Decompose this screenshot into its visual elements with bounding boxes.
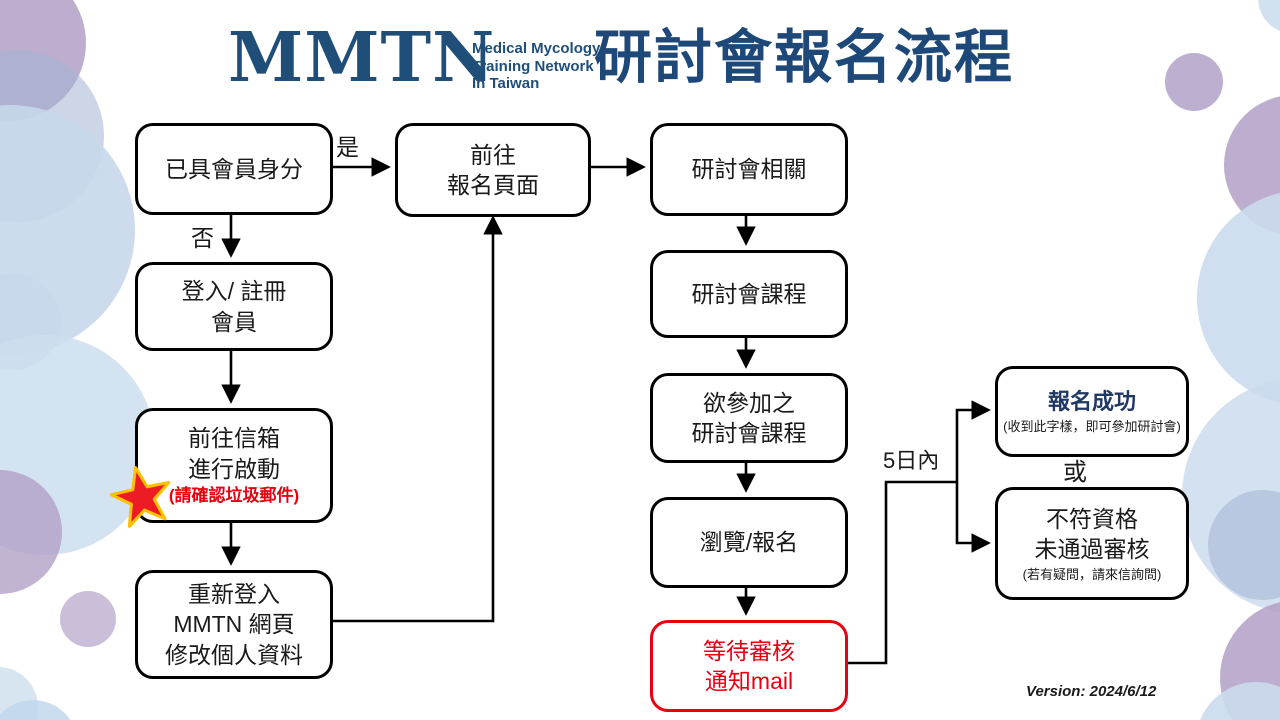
- node-goto-register: 前往 報名頁面: [395, 123, 591, 217]
- node-success: 報名成功 (收到此字樣，即可參加研討會): [995, 366, 1189, 457]
- node-activate-mail-line1: 前往信箱: [188, 425, 280, 452]
- node-seminar-courses: 研討會課程: [650, 250, 848, 338]
- node-relogin-line3: 修改個人資料: [165, 641, 303, 668]
- decor-circle: [1165, 53, 1223, 111]
- edge-label-within-days: 5日內: [883, 448, 940, 473]
- node-desired-courses-line1: 欲參加之: [703, 389, 795, 416]
- node-wait-review-line2: 通知mail: [704, 668, 794, 694]
- node-browse-register: 瀏覽/報名: [650, 497, 848, 588]
- mmtn-logo-subtitle: Medical Mycology Training Network In Tai…: [472, 40, 600, 93]
- version-text: Version: 2024/6/12: [1026, 683, 1157, 700]
- node-rejected: 不符資格 未通過審核 (若有疑問，請來信詢問): [995, 487, 1189, 600]
- node-relogin-line2: MMTN 網頁: [173, 611, 295, 638]
- node-seminar-related-label: 研討會相關: [691, 156, 807, 183]
- decor-circle: [60, 591, 116, 647]
- node-member-status: 已具會員身分: [135, 123, 333, 215]
- logo-subtitle-line2: Training Network: [472, 57, 594, 75]
- node-login-register-line2: 會員: [211, 308, 257, 335]
- node-activate-mail-line2: 進行啟動: [188, 455, 280, 482]
- node-rejected-note: (若有疑問，請來信詢問): [1022, 567, 1162, 583]
- alert-star-icon: [110, 466, 171, 528]
- node-success-title: 報名成功: [1047, 389, 1136, 415]
- logo-subtitle-line3: In Taiwan: [472, 75, 540, 92]
- node-activate-mail: 前往信箱 進行啟動 (請確認垃圾郵件): [135, 408, 333, 523]
- edge-label-yes: 是: [336, 134, 359, 160]
- node-goto-register-line1: 前往: [470, 141, 516, 168]
- node-rejected-line1: 不符資格: [1046, 505, 1138, 532]
- edge-label-or: 或: [1063, 459, 1087, 486]
- node-success-note: (收到此字樣，即可參加研討會): [1003, 419, 1181, 435]
- node-relogin-line1: 重新登入: [188, 580, 280, 607]
- node-login-register-line1: 登入/ 註冊: [181, 278, 287, 305]
- node-member-status-label: 已具會員身分: [165, 155, 303, 182]
- node-seminar-related: 研討會相關: [650, 123, 848, 216]
- logo-subtitle-line1: Medical Mycology: [472, 40, 601, 57]
- page-title: 研討會報名流程: [594, 25, 1015, 90]
- node-rejected-line2: 未通過審核: [1034, 535, 1150, 562]
- node-browse-register-label: 瀏覽/報名: [699, 529, 799, 556]
- node-goto-register-line2: 報名頁面: [447, 172, 539, 198]
- node-activate-mail-note: (請確認垃圾郵件): [168, 486, 300, 506]
- edge-label-no: 否: [191, 225, 214, 251]
- node-desired-courses: 欲參加之 研討會課程: [650, 373, 848, 463]
- node-seminar-courses-label: 研討會課程: [691, 280, 807, 307]
- node-wait-review-line1: 等待審核: [703, 637, 795, 664]
- node-login-register: 登入/ 註冊 會員: [135, 262, 333, 351]
- node-desired-courses-line2: 研討會課程: [691, 420, 807, 446]
- node-relogin: 重新登入 MMTN 網頁 修改個人資料: [135, 570, 333, 679]
- node-wait-review: 等待審核 通知mail: [650, 620, 848, 712]
- mmtn-logo: MMTN: [228, 18, 496, 98]
